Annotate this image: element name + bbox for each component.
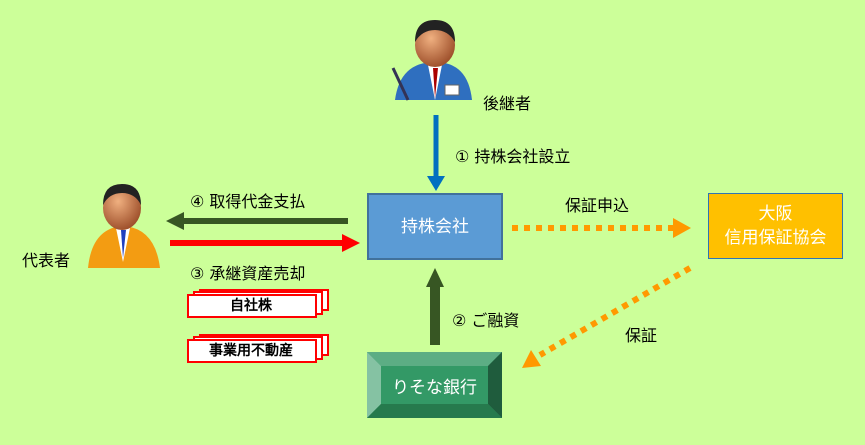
representative-label: 代表者	[22, 251, 71, 270]
successor-person-icon	[391, 20, 472, 101]
representative-person-icon	[88, 184, 160, 268]
bank-box: りそな銀行	[367, 352, 502, 418]
asset-label: 自社株	[230, 298, 272, 314]
loan-label: ② ご融資	[452, 311, 520, 330]
association-label-line2: 信用保証協会	[724, 228, 827, 248]
association-label-line1: 大阪	[758, 204, 793, 224]
guarantee-label: 保証	[625, 326, 658, 345]
credit-guarantee-association-box: 大阪信用保証協会	[708, 193, 843, 259]
asset-card-real-estate: 事業用不動産	[187, 334, 329, 363]
guarantee-request-label: 保証申込	[565, 196, 630, 215]
successor-label: 後継者	[483, 94, 532, 113]
establish-arrowhead	[427, 176, 445, 191]
bank-label: りそな銀行	[392, 377, 477, 398]
asset-label: 事業用不動産	[209, 343, 293, 359]
holding-company-box: 持株会社	[367, 193, 503, 260]
establish-label: ① 持株会社設立	[455, 147, 571, 166]
payment-label: ④ 取得代金支払	[190, 192, 306, 211]
asset-card-stock: 自社株	[187, 289, 329, 318]
sale-label: ③ 承継資産売却	[190, 264, 306, 283]
holding-company-label: 持株会社	[401, 216, 469, 237]
guarantee-arrow	[538, 265, 692, 358]
